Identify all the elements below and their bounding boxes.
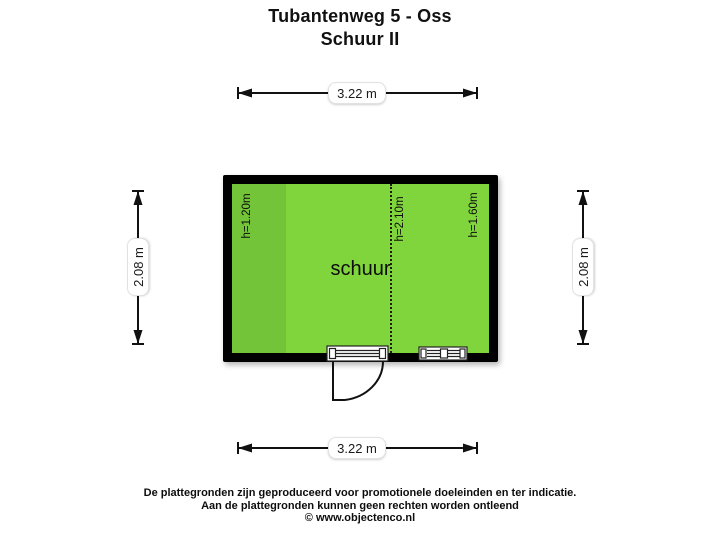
disclaimer: De plattegronden zijn geproduceerd voor … <box>0 487 720 525</box>
title-block: Tubantenweg 5 - Oss Schuur II <box>0 6 720 50</box>
room-label: schuur <box>330 258 391 280</box>
property-title: Tubantenweg 5 - Oss <box>268 6 452 26</box>
dimension-label-left: 2.08 m <box>127 238 149 296</box>
plan-subtitle: Schuur II <box>320 29 400 49</box>
height-label-middle: h=2.10m <box>394 196 406 242</box>
room-floor: h=1.20m h=2.10m h=1.60m schuur <box>232 184 489 353</box>
dimension-label-bottom: 3.22 m <box>328 437 386 459</box>
disclaimer-line-1: De plattegronden zijn geproduceerd voor … <box>143 487 577 499</box>
floor-shade-strip <box>232 184 286 353</box>
height-divider-line <box>390 184 392 353</box>
disclaimer-line-2: Aan de plattegronden kunnen geen rechten… <box>201 499 519 512</box>
height-label-right: h=1.60m <box>468 192 480 238</box>
room-schuur: h=1.20m h=2.10m h=1.60m schuur <box>223 175 498 362</box>
door-swing-arc <box>332 360 385 401</box>
dimension-label-right: 2.08 m <box>572 238 594 296</box>
height-label-left: h=1.20m <box>241 193 253 239</box>
disclaimer-line-3: © www.objectenco.nl <box>304 512 416 524</box>
dimension-label-top: 3.22 m <box>328 82 386 104</box>
